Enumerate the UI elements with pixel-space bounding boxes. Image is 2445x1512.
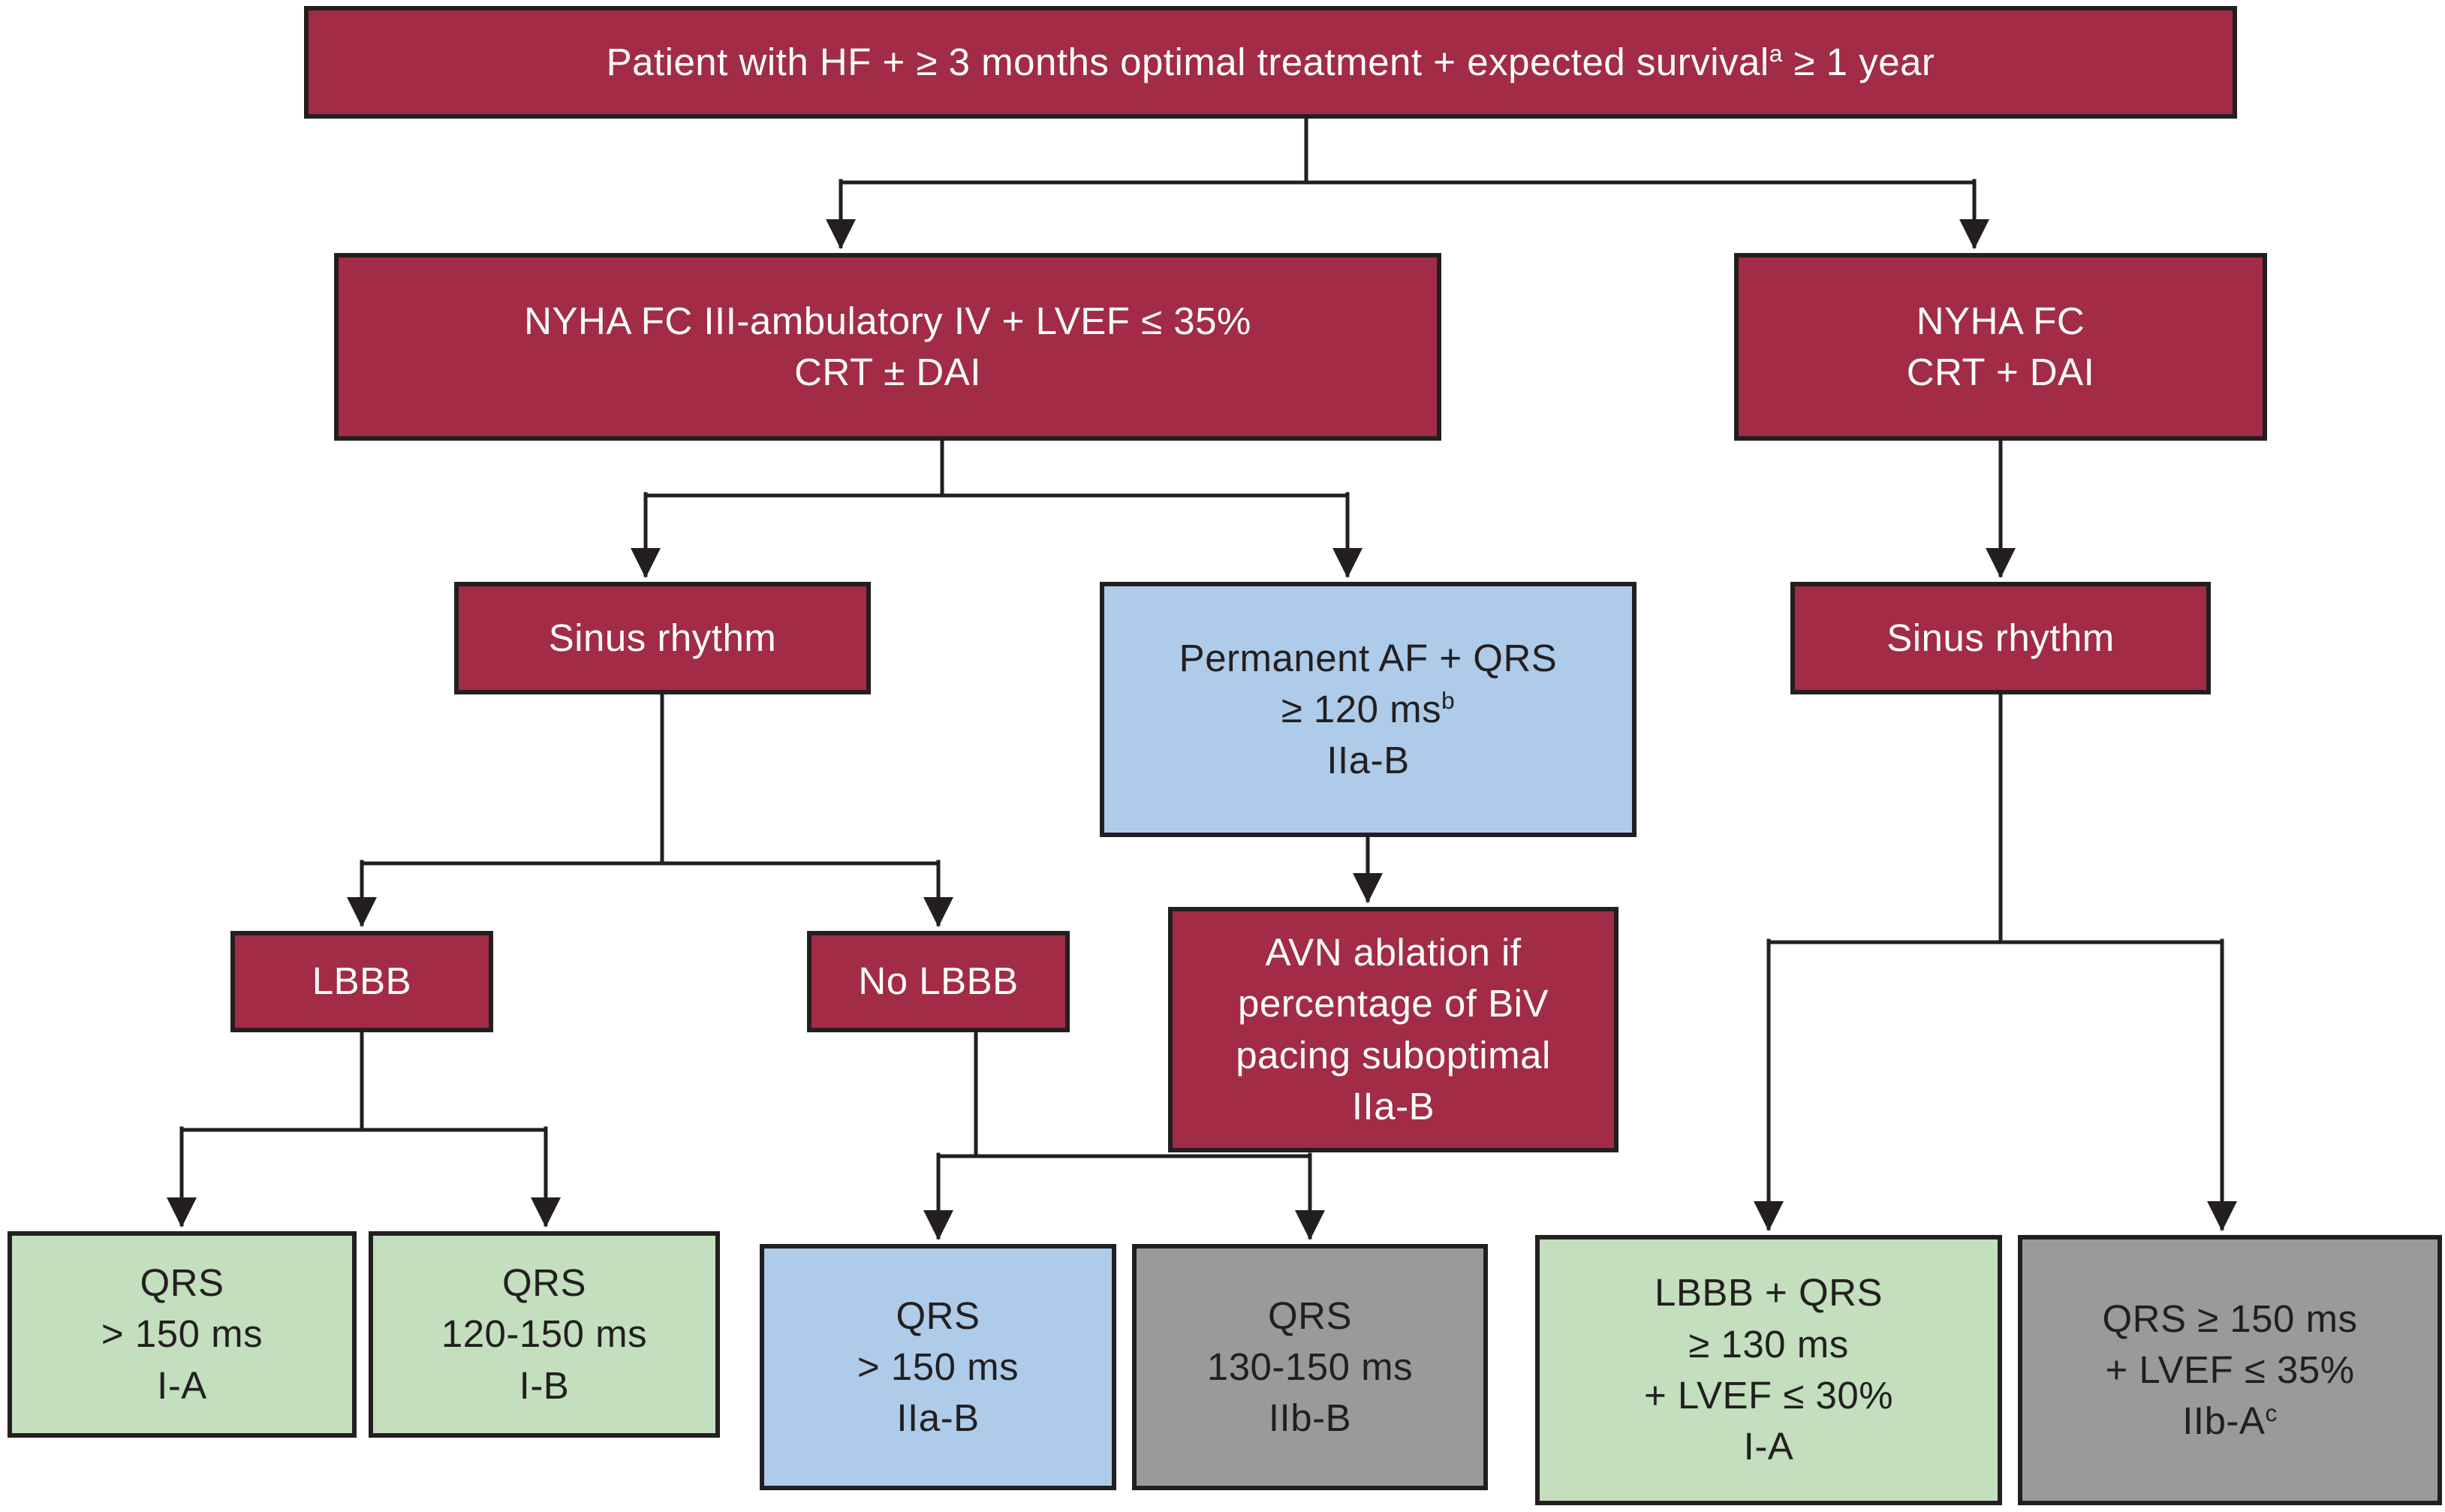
node-qrs-gt150-ia-line2: > 150 ms [101,1312,263,1356]
node-nyha-iii-iv-lvef35-line1: NYHA FC III-ambulatory IV + LVEF ≤ 35% [524,299,1251,342]
footnote-c-superscript: c [2265,1399,2278,1426]
node-avn-ablation-line2: percentage of BiV [1238,982,1549,1026]
node-permanent-af-line2-main: ≥ 120 ms [1281,687,1442,730]
node-no-lbbb-label: No LBBB [858,959,1019,1003]
footnote-a-superscript: a [1769,40,1783,68]
node-qrs150-lvef35-line2: + LVEF ≤ 35% [2105,1348,2355,1391]
node-patient-hf-text: Patient with HF + ≥ 3 months optimal tre… [607,37,1935,88]
node-qrs-120-150-ib-class: I-B [519,1363,570,1407]
node-sinus-rhythm-left: Sinus rhythm [454,582,871,694]
node-permanent-af-line1: Permanent AF + QRS [1179,636,1558,679]
node-avn-ablation-line3: pacing suboptimal [1236,1033,1551,1077]
node-sinus-rhythm-right-label: Sinus rhythm [1886,616,2115,659]
node-qrs-120-150-ib: QRS 120-150 ms I-B [369,1231,720,1438]
node-permanent-af-line2: ≥ 120 msb [1281,684,1456,735]
node-nyha-fc-crt-dai-line2: CRT + DAI [1906,351,2095,393]
node-patient-hf-text-tail: ≥ 1 year [1782,40,1935,83]
node-lbbb-qrs130-lvef30-line1: LBBB + QRS [1654,1271,1883,1315]
node-nyha-fc-crt-dai-line1: NYHA FC [1916,299,2085,342]
node-qrs-gt150-ia-class: I-A [157,1363,207,1407]
node-qrs150-lvef35-class: IIb-Ac [2182,1396,2278,1447]
node-lbbb-qrs130-lvef30-line3: + LVEF ≤ 30% [1643,1374,1894,1417]
node-qrs-gt150-iiab-line2: > 150 ms [857,1345,1019,1388]
node-patient-hf: Patient with HF + ≥ 3 months optimal tre… [304,6,2237,119]
node-permanent-af-class: IIa-B [1326,739,1410,782]
node-lbbb-qrs130-lvef30-class: I-A [1743,1425,1794,1468]
node-qrs150-lvef35-class-main: IIb-A [2182,1399,2266,1443]
node-qrs-130-150-iibb-line2: 130-150 ms [1206,1345,1414,1388]
node-lbbb: LBBB [230,931,493,1032]
node-sinus-rhythm-left-label: Sinus rhythm [548,616,777,659]
footnote-b-superscript: b [1441,687,1456,715]
node-permanent-af: Permanent AF + QRS ≥ 120 msb IIa-B [1100,582,1637,837]
node-lbbb-label: LBBB [312,959,412,1003]
node-qrs-gt150-ia-line1: QRS [140,1261,224,1304]
node-no-lbbb: No LBBB [807,931,1070,1032]
node-qrs-gt150-ia: QRS > 150 ms I-A [8,1231,357,1438]
node-qrs-130-150-iibb: QRS 130-150 ms IIb-B [1132,1244,1488,1490]
node-avn-ablation: AVN ablation if percentage of BiV pacing… [1168,907,1618,1152]
node-qrs-120-150-ib-line2: 120-150 ms [441,1312,648,1356]
node-qrs150-lvef35: QRS ≥ 150 ms + LVEF ≤ 35% IIb-Ac [2018,1235,2442,1505]
node-avn-ablation-line1: AVN ablation if [1265,930,1522,974]
node-lbbb-qrs130-lvef30: LBBB + QRS ≥ 130 ms + LVEF ≤ 30% I-A [1535,1235,2002,1505]
node-avn-ablation-class: IIa-B [1351,1084,1435,1128]
node-qrs-gt150-iiab: QRS > 150 ms IIa-B [760,1244,1116,1490]
node-qrs-120-150-ib-line1: QRS [501,1261,587,1304]
node-qrs-130-150-iibb-class: IIb-B [1268,1396,1352,1440]
node-sinus-rhythm-right: Sinus rhythm [1790,582,2211,694]
node-patient-hf-text-main: Patient with HF + ≥ 3 months optimal tre… [606,40,1769,83]
node-lbbb-qrs130-lvef30-line2: ≥ 130 ms [1688,1322,1849,1366]
node-qrs-gt150-iiab-class: IIa-B [896,1396,980,1440]
node-qrs-gt150-iiab-line1: QRS [896,1294,980,1337]
node-qrs-130-150-iibb-line1: QRS [1267,1294,1353,1337]
node-qrs150-lvef35-line1: QRS ≥ 150 ms [2102,1297,2358,1340]
node-nyha-iii-iv-lvef35: NYHA FC III-ambulatory IV + LVEF ≤ 35% C… [334,253,1441,441]
node-nyha-iii-iv-lvef35-line2: CRT ± DAI [794,351,981,393]
node-nyha-fc-crt-dai: NYHA FC CRT + DAI [1734,253,2267,441]
